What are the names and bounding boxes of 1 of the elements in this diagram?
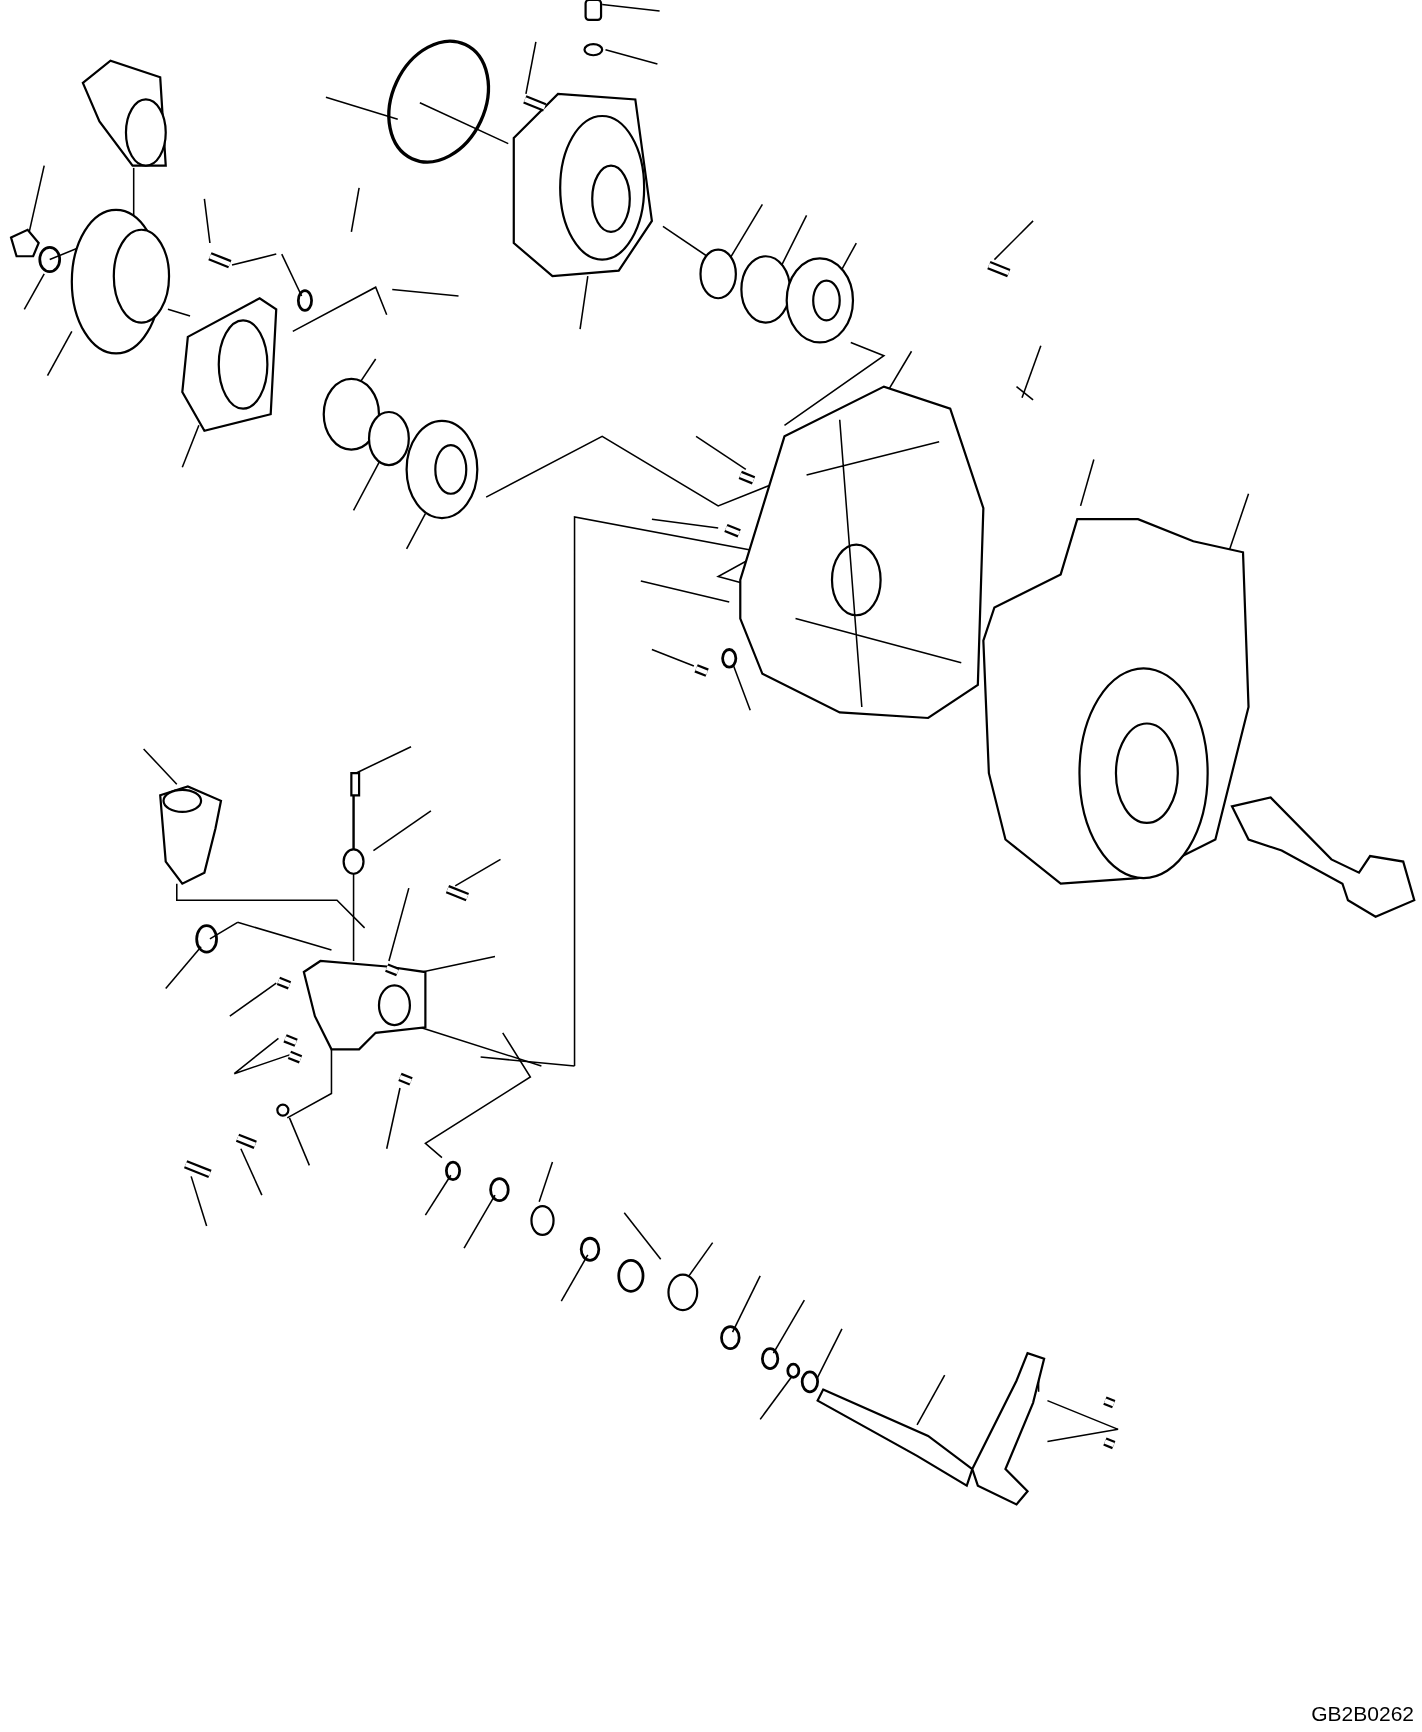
- drawing-code: GB2B0262: [1311, 1702, 1414, 1726]
